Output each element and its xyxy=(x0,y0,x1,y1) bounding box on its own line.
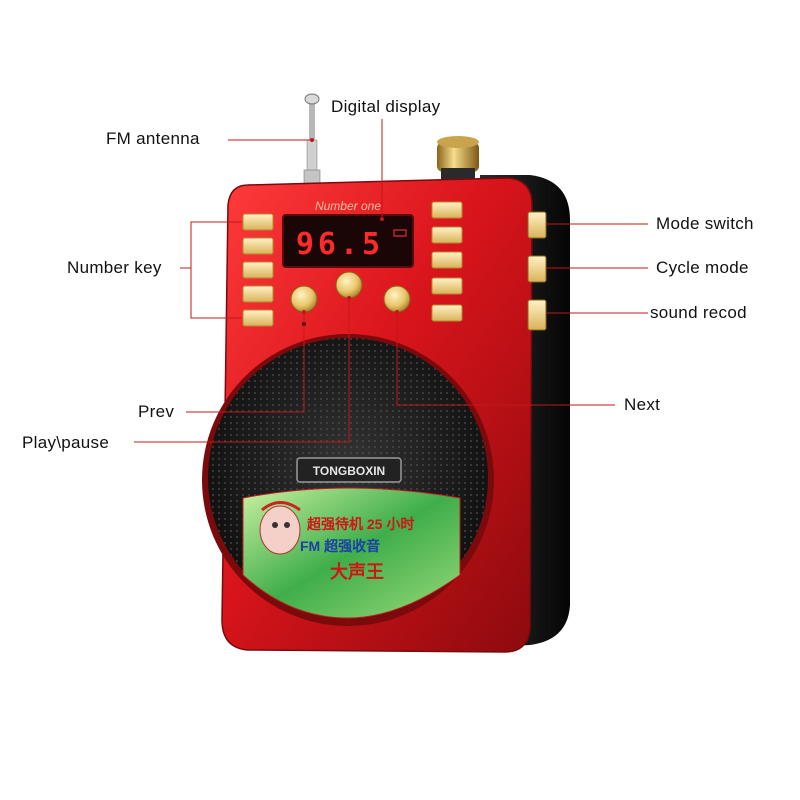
label-number-key: Number key xyxy=(67,258,162,277)
label-digital-display: Digital display xyxy=(331,97,441,116)
next-button xyxy=(383,285,411,313)
brand-name: TONGBOXIN xyxy=(313,464,385,478)
digital-display: 96.5 Number one xyxy=(282,199,414,268)
promo-sticker: 超强待机 25 小时 FM 超强收音 大声王 xyxy=(242,487,461,619)
label-fm-antenna: FM antenna xyxy=(106,129,200,148)
side-switch-group xyxy=(527,211,547,331)
volume-knob xyxy=(437,136,479,182)
right-key-group xyxy=(431,201,463,322)
label-prev: Prev xyxy=(138,402,175,421)
prev-button xyxy=(290,285,318,313)
callout-lines xyxy=(134,119,648,443)
display-digits: 96.5 xyxy=(296,227,384,262)
label-cycle-mode: Cycle mode xyxy=(656,258,749,277)
label-sound-record: sound recod xyxy=(650,303,747,322)
label-mode-switch: Mode switch xyxy=(656,214,754,233)
number-key-group xyxy=(242,213,274,327)
fm-antenna xyxy=(303,93,321,197)
play-pause-button xyxy=(335,271,363,299)
label-play-pause: Play\pause xyxy=(22,433,110,452)
sticker-line-1: 超强待机 25 小时 xyxy=(306,516,414,532)
callout-dots xyxy=(302,138,399,314)
header-script: Number one xyxy=(315,199,381,213)
brand-plate: TONGBOXIN xyxy=(296,457,402,483)
sticker-line-2: FM 超强收音 xyxy=(300,538,380,554)
sticker-line-3: 大声王 xyxy=(330,561,384,582)
label-next: Next xyxy=(624,395,661,414)
